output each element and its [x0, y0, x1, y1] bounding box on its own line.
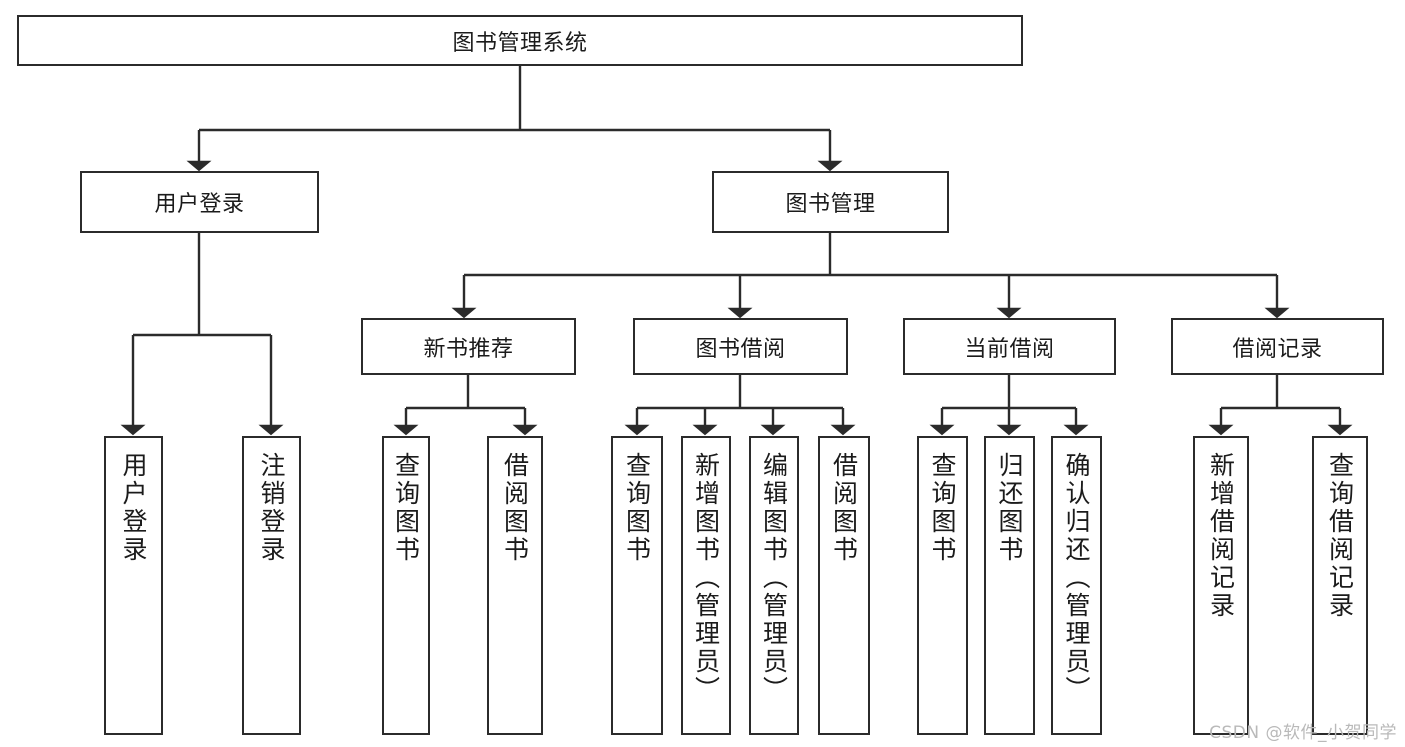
node-borrow-records-label: 借阅记录 [1232, 336, 1323, 362]
node-book-management-module[interactable]: 图书管理 [712, 171, 949, 233]
node-leaf-confirm-return-admin[interactable]: 确认归还（管理员） [1051, 436, 1102, 735]
node-leaf-query-books-current[interactable]: 查询图书 [917, 436, 968, 735]
node-leaf-user-login[interactable]: 用户登录 [104, 436, 163, 735]
node-user-login-module-label: 用户登录 [154, 192, 245, 217]
node-leaf-logout[interactable]: 注销登录 [242, 436, 301, 735]
node-leaf-edit-book-admin[interactable]: 编辑图书（管理员） [749, 436, 799, 735]
node-book-management-module-label: 图书管理 [785, 192, 876, 217]
node-book-borrow[interactable]: 图书借阅 [633, 318, 848, 375]
node-leaf-return-books-label: 归还图书 [995, 452, 1024, 564]
node-leaf-logout-label: 注销登录 [257, 452, 286, 564]
node-borrow-records[interactable]: 借阅记录 [1171, 318, 1384, 375]
node-leaf-confirm-return-admin-label: 确认归还（管理员） [1062, 452, 1091, 704]
node-root-system[interactable]: 图书管理系统 [17, 15, 1023, 66]
node-leaf-query-borrow-record[interactable]: 查询借阅记录 [1312, 436, 1368, 735]
node-leaf-edit-book-admin-label: 编辑图书（管理员） [759, 452, 789, 704]
node-leaf-user-login-label: 用户登录 [119, 452, 148, 564]
node-leaf-borrow-books-recommend[interactable]: 借阅图书 [487, 436, 543, 735]
node-leaf-add-book-admin[interactable]: 新增图书（管理员） [681, 436, 731, 735]
node-new-book-recommend-label: 新书推荐 [423, 336, 514, 362]
node-leaf-query-books-borrow[interactable]: 查询图书 [611, 436, 663, 735]
node-leaf-query-books-borrow-label: 查询图书 [622, 452, 652, 564]
node-leaf-query-books-recommend-label: 查询图书 [391, 452, 421, 564]
node-leaf-add-borrow-record-label: 新增借阅记录 [1206, 452, 1236, 620]
node-leaf-borrow-books-borrow[interactable]: 借阅图书 [818, 436, 870, 735]
node-root-system-label: 图书管理系统 [452, 30, 588, 56]
node-leaf-query-books-recommend[interactable]: 查询图书 [382, 436, 430, 735]
node-user-login-module[interactable]: 用户登录 [80, 171, 319, 233]
node-leaf-return-books[interactable]: 归还图书 [984, 436, 1035, 735]
node-new-book-recommend[interactable]: 新书推荐 [361, 318, 576, 375]
node-leaf-add-borrow-record[interactable]: 新增借阅记录 [1193, 436, 1249, 735]
node-book-borrow-label: 图书借阅 [695, 336, 786, 362]
node-leaf-borrow-books-recommend-label: 借阅图书 [500, 452, 530, 564]
node-current-borrow-label: 当前借阅 [964, 336, 1055, 362]
node-leaf-borrow-books-borrow-label: 借阅图书 [829, 452, 859, 564]
node-current-borrow[interactable]: 当前借阅 [903, 318, 1116, 375]
node-leaf-query-borrow-record-label: 查询借阅记录 [1325, 452, 1355, 620]
node-leaf-add-book-admin-label: 新增图书（管理员） [691, 452, 721, 704]
node-leaf-query-books-current-label: 查询图书 [928, 452, 957, 564]
